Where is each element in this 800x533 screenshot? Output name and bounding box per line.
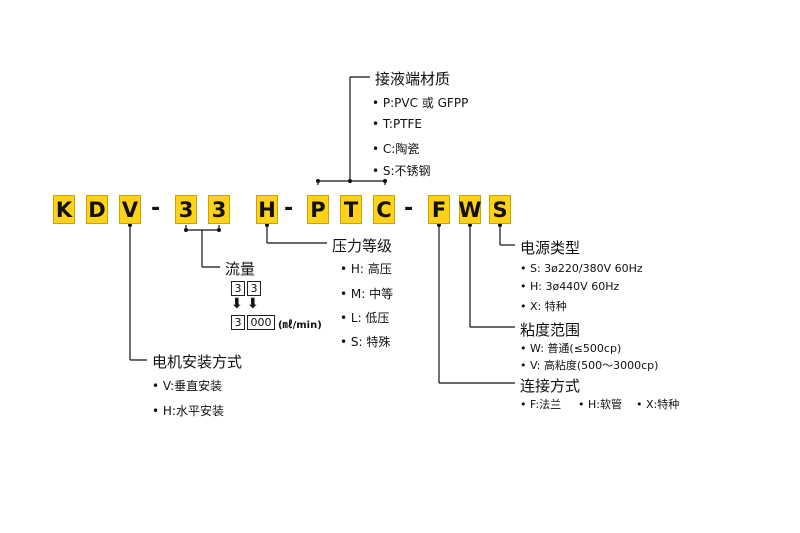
viscosity-title: 粘度范围: [520, 321, 581, 339]
pressure-title: 压力等级: [332, 237, 393, 255]
power-title: 电源类型: [520, 239, 581, 257]
viscosity-item: • W: 普通(≤500cp): [520, 342, 622, 355]
pressure-item: • H: 高压: [340, 262, 392, 276]
flow-value-box: 3: [231, 315, 245, 330]
viscosity-item: • V: 高粘度(500～3000cp): [520, 359, 659, 372]
material-title: 接液端材质: [375, 70, 451, 88]
material-item: • P:PVC 或 GFPP: [372, 96, 469, 110]
mount-item: • V:垂直安装: [152, 379, 223, 393]
code-box-3b: 3: [208, 195, 230, 224]
material-item: • S:不锈钢: [372, 164, 431, 178]
code-dash: -: [284, 196, 294, 221]
connection-item: • H:软管: [578, 398, 622, 411]
code-box-3a: 3: [175, 195, 197, 224]
code-box-F: F: [428, 195, 450, 224]
power-item: • H: 3ø440V 60Hz: [520, 280, 620, 293]
code-dash: -: [151, 196, 161, 221]
flow-code-box: 3: [247, 281, 261, 296]
flow-code-box: 3: [231, 281, 245, 296]
flow-unit: (㎖/min): [278, 320, 322, 331]
material-item: • T:PTFE: [372, 117, 422, 131]
code-box-C: C: [373, 195, 395, 224]
flow-title: 流量: [225, 260, 256, 278]
code-dash: -: [404, 196, 414, 221]
power-item: • S: 3ø220/380V 60Hz: [520, 262, 643, 275]
mount-item: • H:水平安装: [152, 404, 224, 418]
code-box-D: D: [86, 195, 108, 224]
code-box-T: T: [340, 195, 362, 224]
material-item: • C:陶瓷: [372, 142, 420, 156]
pressure-item: • M: 中等: [340, 287, 394, 301]
connection-item: • X:特种: [636, 398, 680, 411]
connection-item: • F:法兰: [520, 398, 562, 411]
connection-title: 连接方式: [520, 377, 581, 395]
code-box-S: S: [489, 195, 511, 224]
code-box-K: K: [53, 195, 75, 224]
pressure-item: • L: 低压: [340, 311, 390, 325]
code-box-H: H: [256, 195, 278, 224]
code-box-V: V: [119, 195, 141, 224]
code-box-W: W: [458, 195, 482, 224]
flow-value-box: 000: [247, 315, 275, 330]
power-item: • X: 特种: [520, 300, 567, 313]
mount-title: 电机安装方式: [152, 353, 243, 371]
pressure-item: • S: 特殊: [340, 335, 391, 349]
code-box-P: P: [307, 195, 329, 224]
down-arrow-icon: ⬇: [231, 296, 243, 312]
down-arrow-icon: ⬇: [247, 296, 259, 312]
